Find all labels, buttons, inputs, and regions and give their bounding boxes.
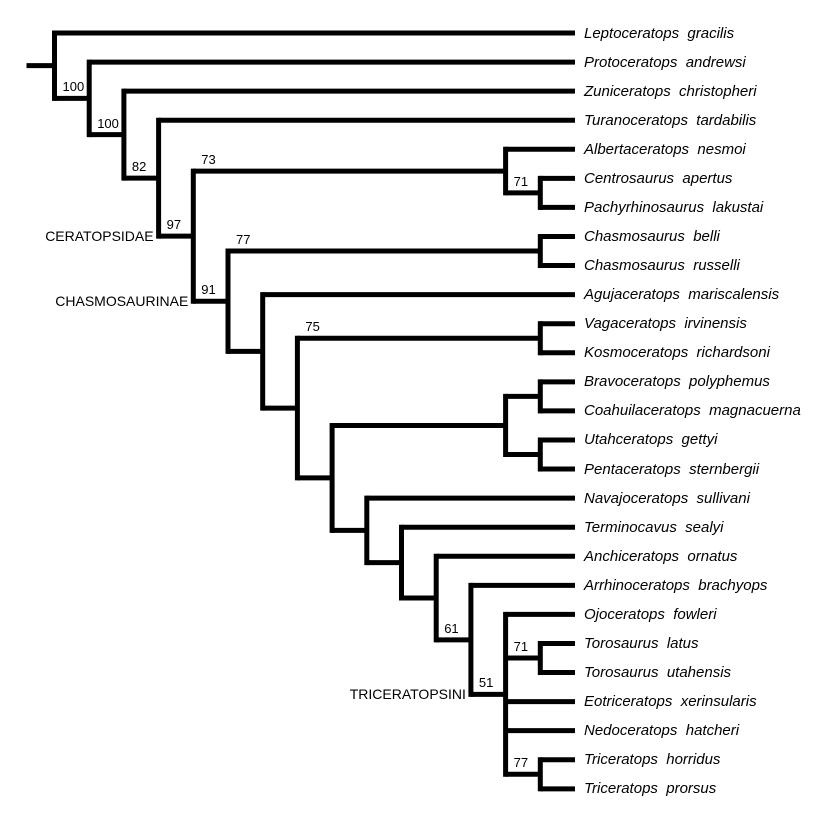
support-value: 82 <box>131 159 147 175</box>
taxon-label: Utahceratops gettyi <box>584 431 718 449</box>
taxon-label: Eotriceratops xerinsularis <box>584 693 757 711</box>
support-value: 100 <box>97 115 119 131</box>
support-value: 97 <box>166 217 182 233</box>
taxon-label: Pentaceratops sternbergii <box>584 460 760 478</box>
taxon-label: Navajoceratops sullivani <box>584 489 750 507</box>
taxon-label: Ojoceratops fowleri <box>584 605 717 623</box>
clade-label: CHASMOSAURINAE <box>55 293 189 310</box>
taxon-label: Chasmosaurus russelli <box>584 257 740 275</box>
taxon-label: Centrosaurus apertus <box>584 169 733 187</box>
support-value: 91 <box>201 282 216 298</box>
taxon-label: Torosaurus utahensis <box>584 664 732 682</box>
support-value: 77 <box>513 755 529 771</box>
taxon-label: Vagaceratops irvinensis <box>584 315 747 333</box>
taxon-label: Torosaurus latus <box>584 634 699 652</box>
support-value: 71 <box>513 173 529 189</box>
taxon-label: Coahuilaceratops magnacuerna <box>584 402 801 420</box>
support-value: 71 <box>513 639 529 654</box>
support-value: 75 <box>305 319 320 335</box>
taxon-label: Pachyrhinosaurus lakustai <box>584 198 764 216</box>
taxon-label: Leptoceratops gracilis <box>584 24 735 42</box>
taxon-label: Triceratops prorsus <box>584 780 717 798</box>
taxon-label: Bravoceratops polyphemus <box>584 373 770 391</box>
support-value: 77 <box>236 232 251 248</box>
taxon-label: Zuniceratops christopheri <box>584 82 757 100</box>
support-value: 51 <box>478 675 494 691</box>
taxon-label: Albertaceratops nesmoi <box>584 140 746 158</box>
clade-label: CERATOPSIDAE <box>45 228 154 245</box>
support-value: 100 <box>62 79 85 95</box>
taxon-label: Triceratops horridus <box>584 751 721 769</box>
taxon-label: Turanoceratops tardabilis <box>584 111 757 129</box>
taxon-label: Nedoceratops hatcheri <box>584 722 740 740</box>
clade-label: TRICERATOPSINI <box>349 686 466 703</box>
taxon-label: Anchiceratops ornatus <box>584 547 738 565</box>
taxon-label: Agujaceratops mariscalensis <box>584 286 780 304</box>
taxon-label: Terminocavus sealyi <box>584 518 724 536</box>
taxon-label: Kosmoceratops richardsoni <box>584 344 770 362</box>
taxon-label: Arrhinoceratops brachyops <box>584 576 768 594</box>
taxon-label: Protoceratops andrewsi <box>584 53 746 71</box>
support-value: 61 <box>444 620 459 636</box>
taxon-label: Chasmosaurus belli <box>584 227 720 245</box>
support-value: 73 <box>201 152 216 168</box>
